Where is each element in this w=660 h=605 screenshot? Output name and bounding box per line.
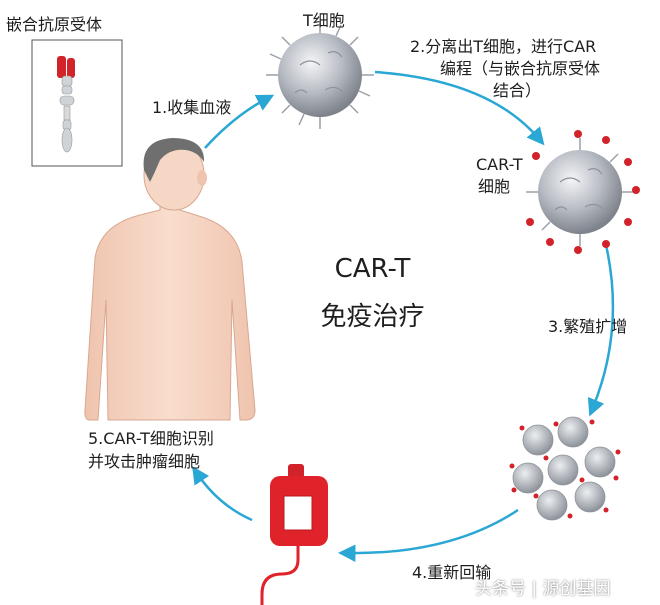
arrow-step1 [204,94,275,149]
car-t-line2: 细胞 [478,177,511,196]
cell-cluster-icon [509,416,621,521]
arrow-step3 [587,244,615,417]
car-t-cell-icon [526,130,640,254]
step2-line3: 结合） [493,81,542,100]
t-cell-label: T细胞 [303,11,345,30]
step2-line2: 编程（与嵌合抗原受体 [440,59,601,78]
center-title-line2: 免疫治疗 [320,302,425,332]
person-figure [84,138,256,421]
watermark: 头条号 | 源创基因 [475,579,611,599]
receptor-icon [57,56,75,153]
step1-label: 1.收集血液 [152,98,232,117]
receptor-box [31,39,123,167]
t-cell-icon [266,21,374,129]
blood-bag-icon [260,464,328,605]
step5-line1: 5.CAR-T细胞识别 [88,429,214,448]
arrow-step4 [338,508,519,562]
center-title-line1: CAR-T [334,254,411,284]
step3-label: 3.繁殖扩增 [548,317,628,336]
cycle-arrows [192,70,615,562]
step5-line2: 并攻击肿瘤细胞 [88,452,201,471]
arrow-step5 [192,466,253,522]
arrow-step2 [374,70,545,146]
step2-line1: 2.分离出T细胞，进行CAR [410,37,597,56]
step4-label: 4.重新回输 [412,563,492,582]
car-t-line1: CAR-T [476,155,523,174]
receptor-box-label: 嵌合抗原受体 [6,15,103,34]
